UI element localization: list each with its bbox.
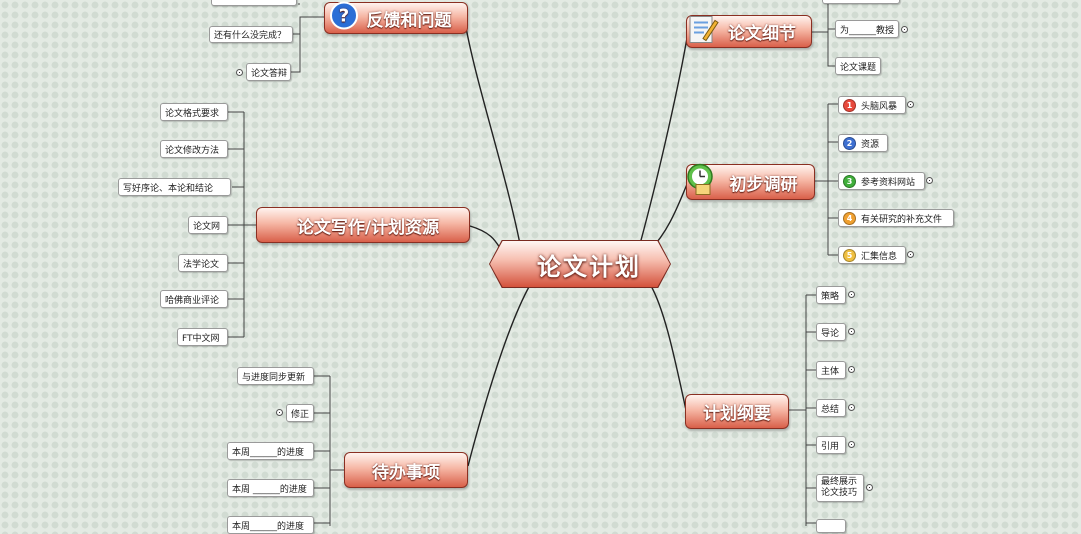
topic-todo[interactable]: 待办事项 <box>344 452 468 488</box>
outline-item[interactable]: 引用 <box>816 436 846 454</box>
detail-item-topic[interactable]: 论文课题 <box>835 57 881 75</box>
feedback-item-defense[interactable]: 论文答辩 <box>246 63 291 81</box>
topic-writing-resources[interactable]: 论文写作/计划资源 <box>256 207 470 243</box>
topic-detail[interactable]: 论文细节 <box>686 15 812 48</box>
central-topic[interactable]: 论文计划 <box>490 241 670 287</box>
detail-item-professor[interactable]: 为______教授 <box>835 20 899 38</box>
expand-icon[interactable] <box>926 177 933 184</box>
edit-document-icon <box>685 12 719 51</box>
todo-item[interactable]: 本周______的进度 <box>227 516 314 534</box>
help-icon: ? <box>329 1 359 36</box>
outline-item[interactable]: 导论 <box>816 323 846 341</box>
expand-icon[interactable] <box>848 291 855 298</box>
progress-task-icon <box>685 163 719 202</box>
writing-item[interactable]: 法学论文 <box>178 254 228 272</box>
writing-item[interactable]: FT中文网 <box>177 328 228 346</box>
todo-item[interactable]: 本周 ______的进度 <box>227 479 314 497</box>
feedback-item-unfinished[interactable]: 还有什么没完成？ <box>209 26 293 43</box>
outline-item[interactable]: 总结 <box>816 399 846 417</box>
todo-item[interactable]: 本周______的进度 <box>227 442 314 460</box>
writing-item[interactable]: 论文网 <box>188 216 228 234</box>
todo-item[interactable]: 修正 <box>286 404 314 422</box>
todo-item[interactable]: 与进度同步更新 <box>237 367 314 385</box>
expand-icon[interactable] <box>848 404 855 411</box>
writing-item[interactable]: 论文格式要求 <box>160 103 228 121</box>
expand-icon[interactable] <box>848 441 855 448</box>
svg-text:?: ? <box>339 6 349 27</box>
outline-item-final-presentation[interactable]: 最终展示论文技巧 <box>816 474 864 502</box>
expand-icon[interactable] <box>907 251 914 258</box>
outline-item[interactable]: 主体 <box>816 361 846 379</box>
writing-item[interactable]: 论文修改方法 <box>160 140 228 158</box>
topic-outline[interactable]: 计划纲要 <box>685 394 789 429</box>
writing-item[interactable]: 哈佛商业评论 <box>160 290 228 308</box>
partial-leaf-top[interactable] <box>211 0 297 6</box>
expand-icon[interactable] <box>901 26 908 33</box>
expand-icon[interactable] <box>848 366 855 373</box>
expand-icon[interactable] <box>907 101 914 108</box>
expand-icon[interactable] <box>236 69 243 76</box>
partial-leaf-top-right[interactable] <box>822 0 900 4</box>
expand-icon[interactable] <box>848 328 855 335</box>
partial-leaf-bottom[interactable] <box>816 519 846 533</box>
expand-icon[interactable] <box>276 409 283 416</box>
expand-icon[interactable] <box>866 484 873 491</box>
writing-item[interactable]: 写好序论、本论和结论 <box>118 178 231 196</box>
topic-research[interactable]: 初步调研 <box>685 163 815 202</box>
topic-feedback[interactable]: ? 反馈和问题 <box>324 1 468 36</box>
outline-item[interactable]: 策略 <box>816 286 846 304</box>
